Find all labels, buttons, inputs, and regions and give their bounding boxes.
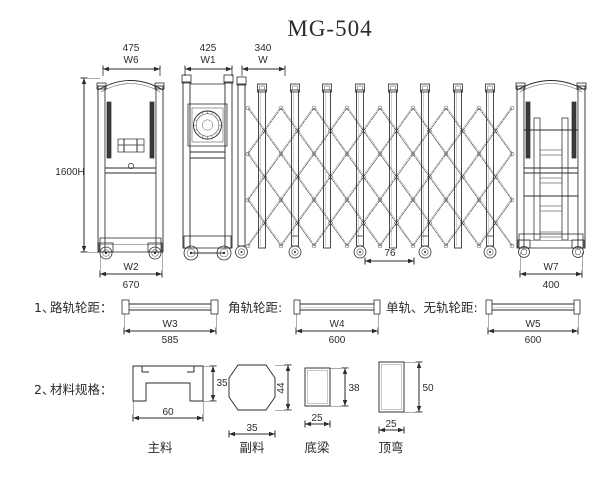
svg-text:单轨、无轨轮距:: 单轨、无轨轮距:	[386, 300, 478, 315]
svg-text:340: 340	[255, 43, 272, 54]
satellite-post	[235, 76, 248, 259]
control-post	[181, 74, 234, 261]
svg-text:主料: 主料	[147, 440, 173, 455]
svg-text:副料: 副料	[239, 440, 265, 455]
svg-text:585: 585	[162, 335, 179, 346]
svg-text:475: 475	[123, 43, 140, 54]
drawing-title: MG-504	[287, 16, 372, 41]
svg-text:670: 670	[123, 280, 140, 291]
svg-text:35: 35	[246, 423, 258, 434]
svg-text:W6: W6	[124, 55, 139, 66]
svg-text:38: 38	[348, 383, 360, 394]
svg-text:MG-504: MG-504	[287, 16, 372, 41]
svg-text:路轨轮距：: 路轨轮距：	[50, 300, 113, 315]
svg-text:400: 400	[543, 280, 560, 291]
svg-text:材料规格：: 材料规格：	[50, 382, 113, 397]
right-gate-post	[515, 80, 587, 258]
gap-dimension: 76	[364, 248, 415, 265]
svg-text:W2: W2	[124, 262, 139, 273]
svg-text:60: 60	[162, 407, 174, 418]
svg-text:76: 76	[384, 248, 396, 259]
svg-text:2、: 2、	[34, 382, 54, 397]
svg-text:35: 35	[216, 378, 228, 389]
height-dimension: 1600H	[55, 77, 100, 253]
svg-text:1、: 1、	[34, 300, 54, 315]
svg-text:W7: W7	[544, 262, 559, 273]
svg-text:W4: W4	[330, 319, 345, 330]
svg-text:角轨轮距:: 角轨轮距:	[228, 300, 282, 315]
svg-text:25: 25	[311, 413, 323, 424]
svg-text:425: 425	[200, 43, 217, 54]
svg-text:44: 44	[276, 382, 287, 394]
svg-text:600: 600	[329, 335, 346, 346]
svg-text:W3: W3	[163, 319, 178, 330]
svg-text:25: 25	[385, 419, 397, 430]
svg-text:W5: W5	[526, 319, 541, 330]
row-material-spec: 2、材料规格： 35 60 主料 44 35 副料 38 25 底梁 50 25 顶弯	[34, 361, 434, 455]
svg-text:600: 600	[525, 335, 542, 346]
row-wheelbase: 1、路轨轮距： W3 585 角轨轮距: W4 600 单轨、无轨轮距: W5 600	[34, 299, 581, 346]
svg-text:1600H: 1600H	[55, 167, 84, 178]
left-gate-post	[96, 80, 165, 260]
svg-text:W1: W1	[201, 55, 216, 66]
svg-text:底梁: 底梁	[304, 440, 330, 455]
svg-text:顶弯: 顶弯	[378, 440, 403, 455]
svg-text:W: W	[258, 55, 268, 66]
lattice-posts	[257, 83, 497, 259]
bottom-dimension-group: W2 670 W7 400	[99, 252, 583, 291]
svg-text:50: 50	[422, 383, 434, 394]
